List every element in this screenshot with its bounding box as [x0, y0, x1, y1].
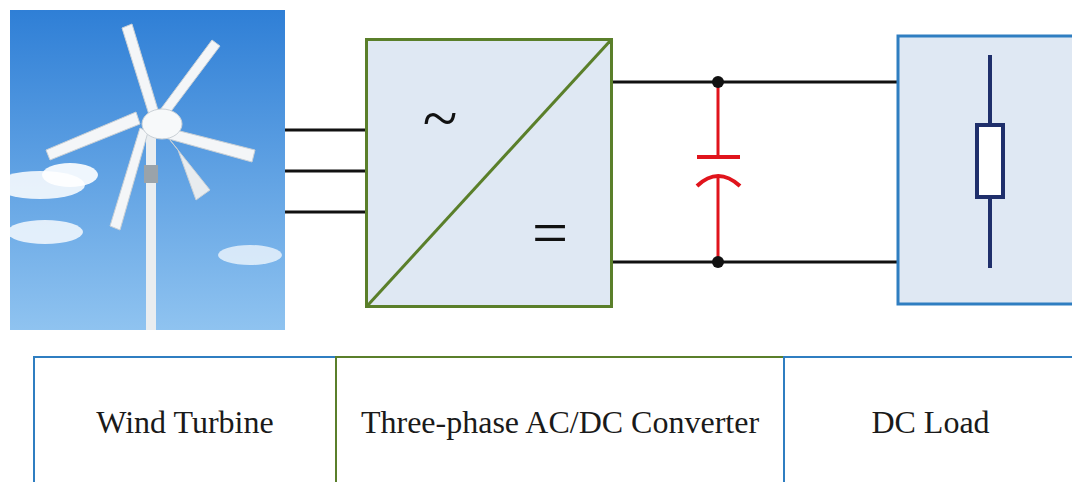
caption-cell: DC Load — [783, 356, 1072, 482]
ac-wires — [285, 130, 366, 212]
caption-text: Three-phase AC/DC Converter — [361, 403, 759, 441]
capacitor-symbol — [697, 76, 740, 268]
caption-text: Wind Turbine — [96, 403, 273, 441]
converter-box: ~= — [365, 38, 613, 308]
dc-symbol: = — [532, 201, 568, 265]
dc-bus — [612, 82, 898, 262]
dc-load-box — [898, 36, 1072, 304]
caption-cell: Three-phase AC/DC Converter — [335, 356, 783, 482]
converter-diagonal — [368, 41, 610, 305]
ac-symbol: ~ — [423, 87, 458, 151]
caption-cell: Wind Turbine — [33, 356, 335, 482]
wind-turbine-photo — [0, 10, 285, 330]
caption-text: DC Load — [871, 403, 989, 441]
